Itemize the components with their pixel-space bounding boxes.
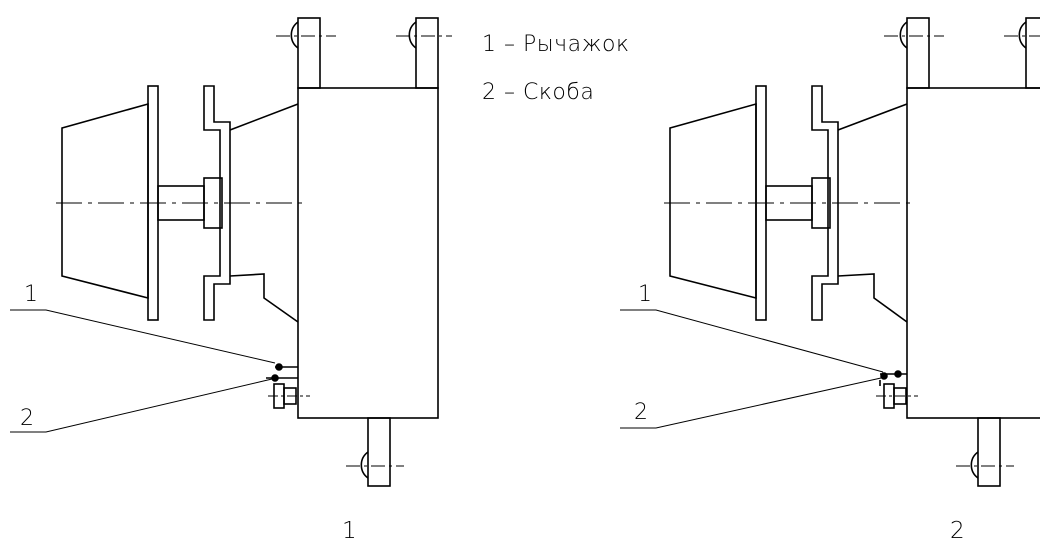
bracket: [203, 85, 231, 321]
cone-top: [837, 103, 908, 131]
lever-pin: [894, 370, 902, 378]
bottom-lug: [367, 417, 391, 487]
view-1-caption: 1: [342, 518, 357, 544]
diffuser: [669, 102, 757, 300]
bracket-pin: [271, 374, 279, 382]
view-2-callout-1: 1: [638, 282, 652, 307]
top-lug-left: [297, 17, 321, 89]
view-1: [10, 17, 452, 487]
legend-item-bracket: 2 – Скоба: [482, 80, 595, 105]
view-1-callout-1: 1: [24, 282, 38, 307]
top-lug-right-hole: [1018, 21, 1027, 49]
legend-item-lever: 1 – Рычажок: [482, 32, 630, 57]
bottom-lug: [977, 417, 1001, 487]
cone-bottom: [229, 273, 299, 323]
housing-block: [297, 87, 439, 419]
view-2-callout-2: 2: [634, 400, 648, 425]
leader-1: [620, 309, 884, 373]
top-lug-right-hole: [408, 21, 417, 49]
view-1-callout-2: 2: [20, 406, 34, 431]
bottom-lug-hole: [970, 451, 979, 479]
top-lug-left-hole: [290, 21, 299, 49]
top-lug-right: [1025, 17, 1040, 89]
leader-2: [620, 377, 882, 429]
bolt-nut: [893, 387, 907, 405]
leader-2: [10, 378, 273, 433]
leader-1: [10, 309, 276, 364]
cone-bottom: [837, 273, 908, 323]
lever-pin: [275, 363, 283, 371]
view-2: [620, 17, 1040, 487]
top-lug-right: [415, 17, 439, 89]
cone-top: [229, 103, 299, 131]
top-lug-left: [906, 17, 930, 89]
view-2-caption: 2: [950, 518, 965, 544]
diffuser: [61, 102, 149, 300]
bracket-pin: [880, 372, 888, 380]
bracket: [811, 85, 839, 321]
top-lug-left-hole: [899, 21, 908, 49]
bottom-lug-hole: [360, 451, 369, 479]
housing-block: [906, 87, 1040, 419]
